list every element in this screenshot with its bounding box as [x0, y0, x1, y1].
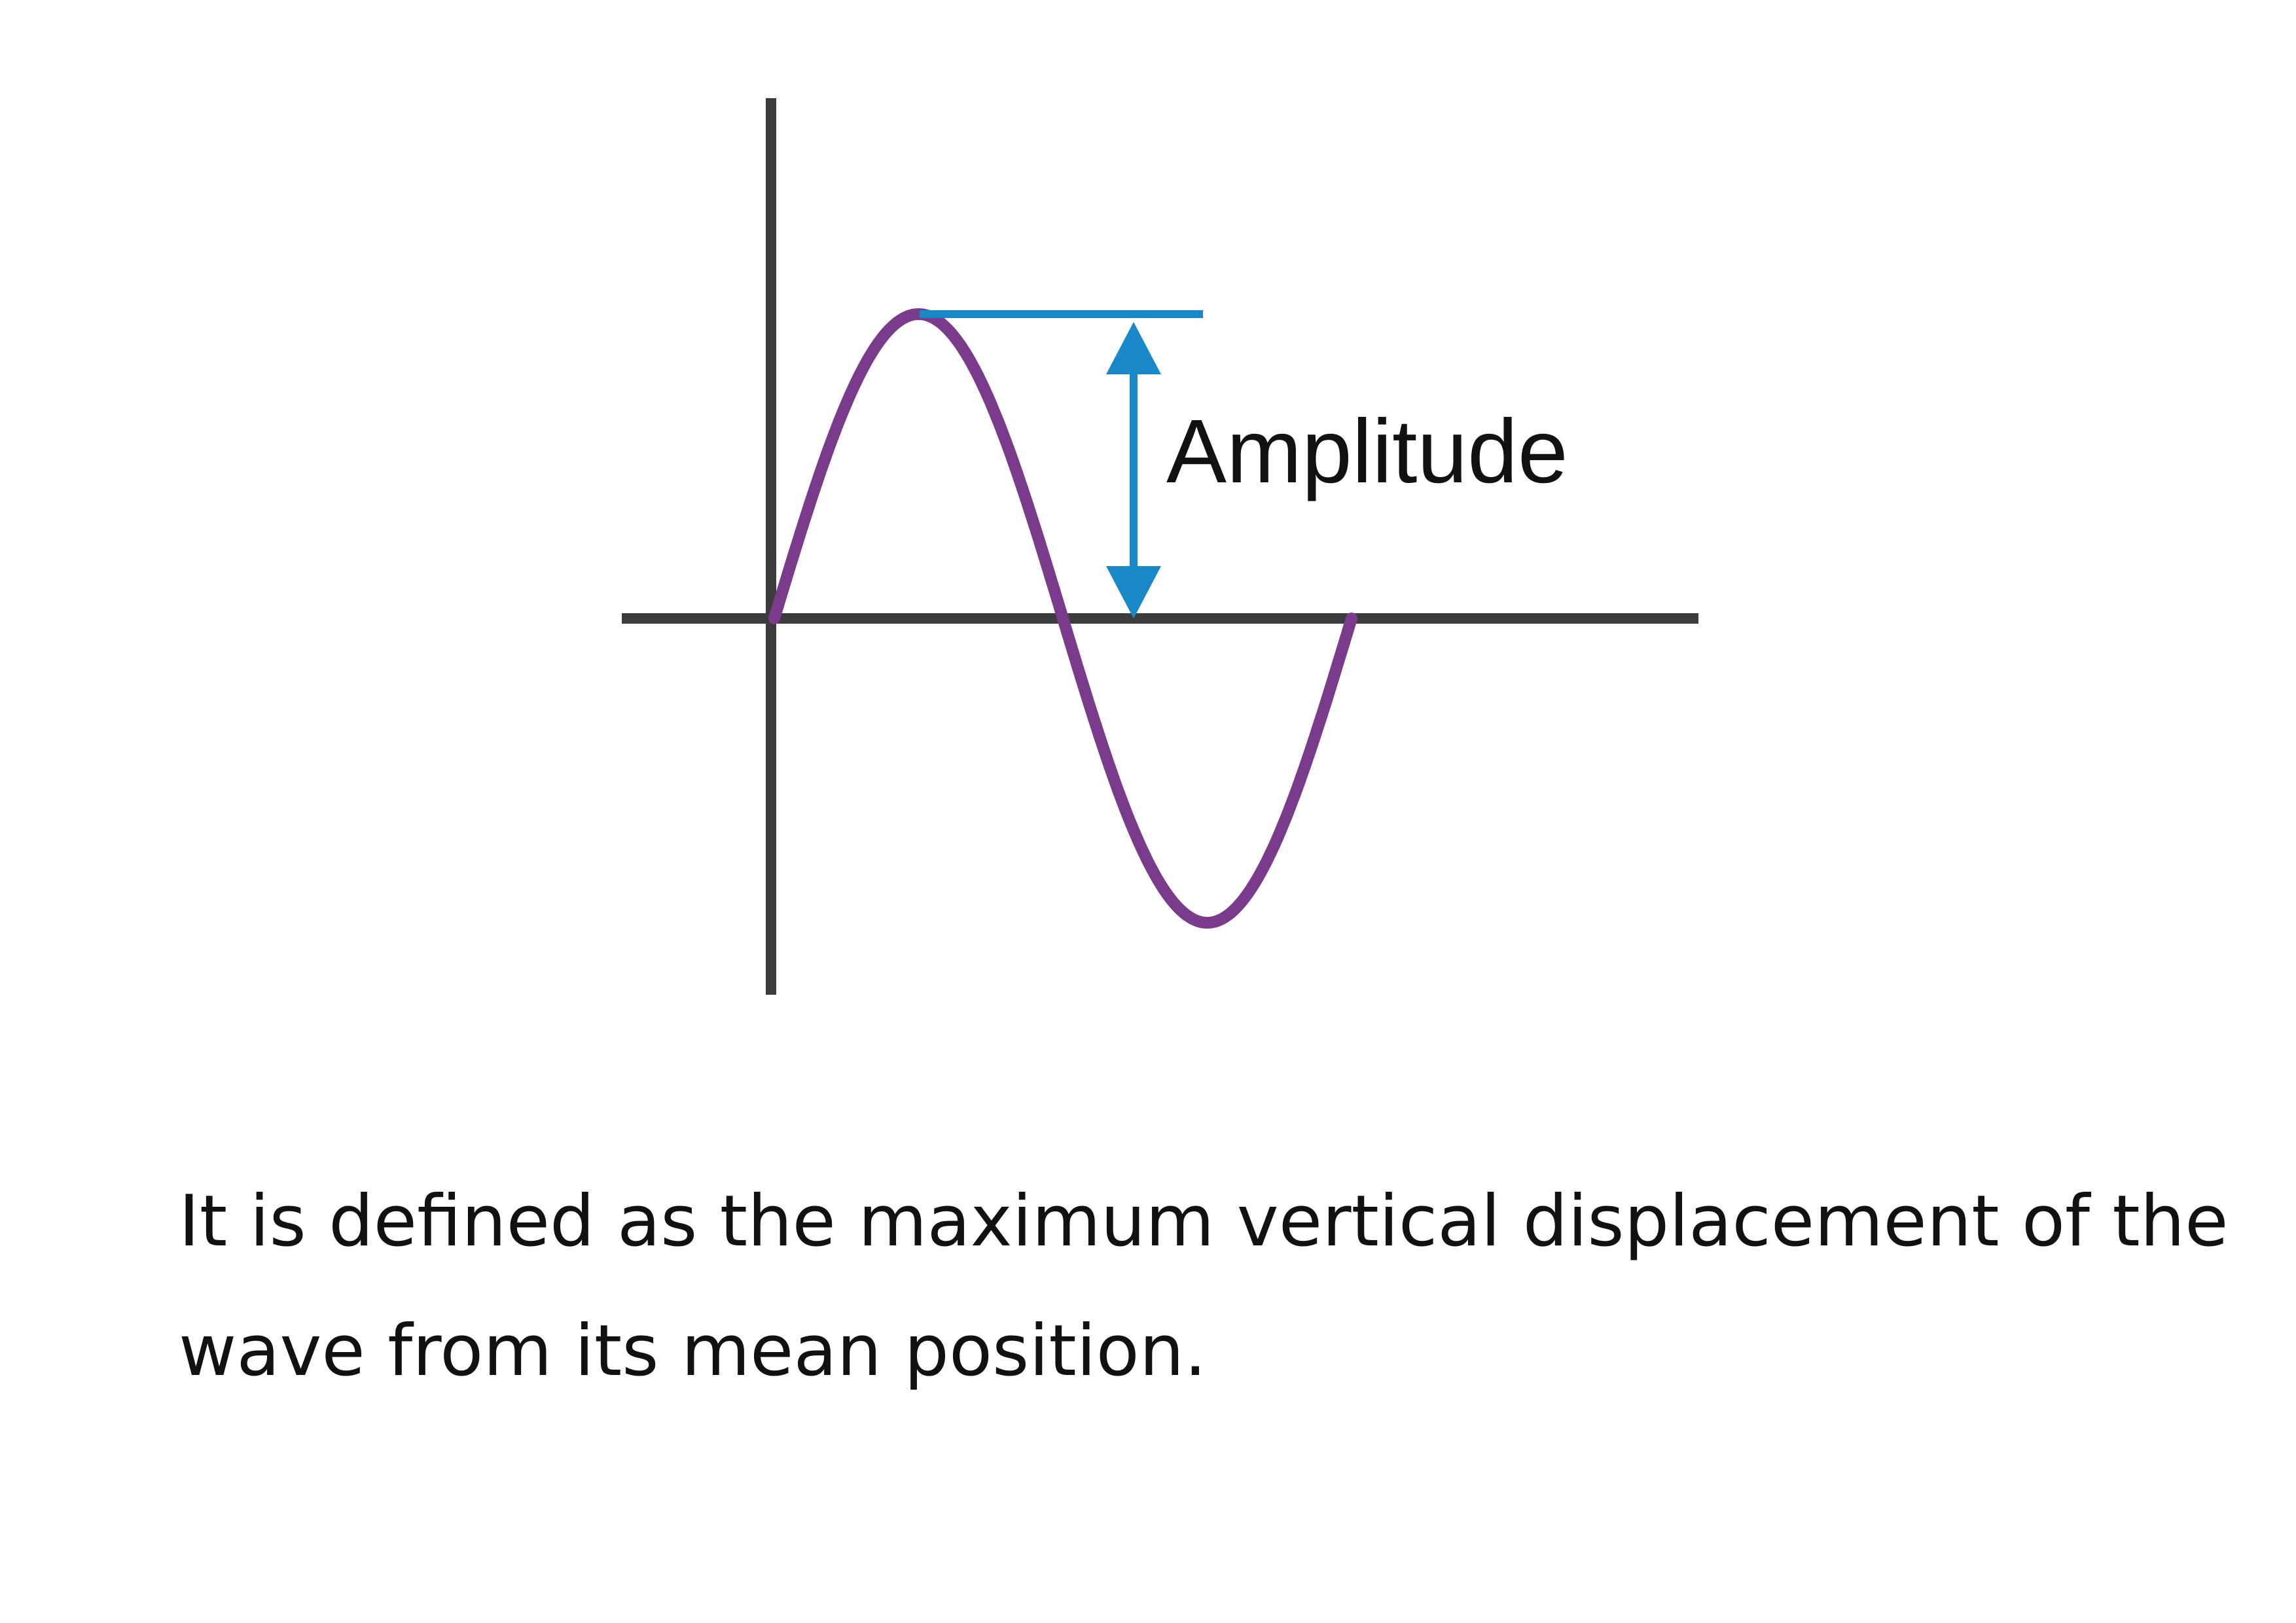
- sine-wave: [768, 308, 1357, 929]
- amplitude-diagram: Amplitude: [622, 98, 1698, 995]
- arrow-up-icon: [1106, 322, 1161, 374]
- definition-caption: It is defined as the maximum vertical di…: [179, 1181, 2229, 1392]
- amplitude-label: Amplitude: [1166, 401, 1568, 502]
- arrow-down-icon: [1106, 566, 1161, 618]
